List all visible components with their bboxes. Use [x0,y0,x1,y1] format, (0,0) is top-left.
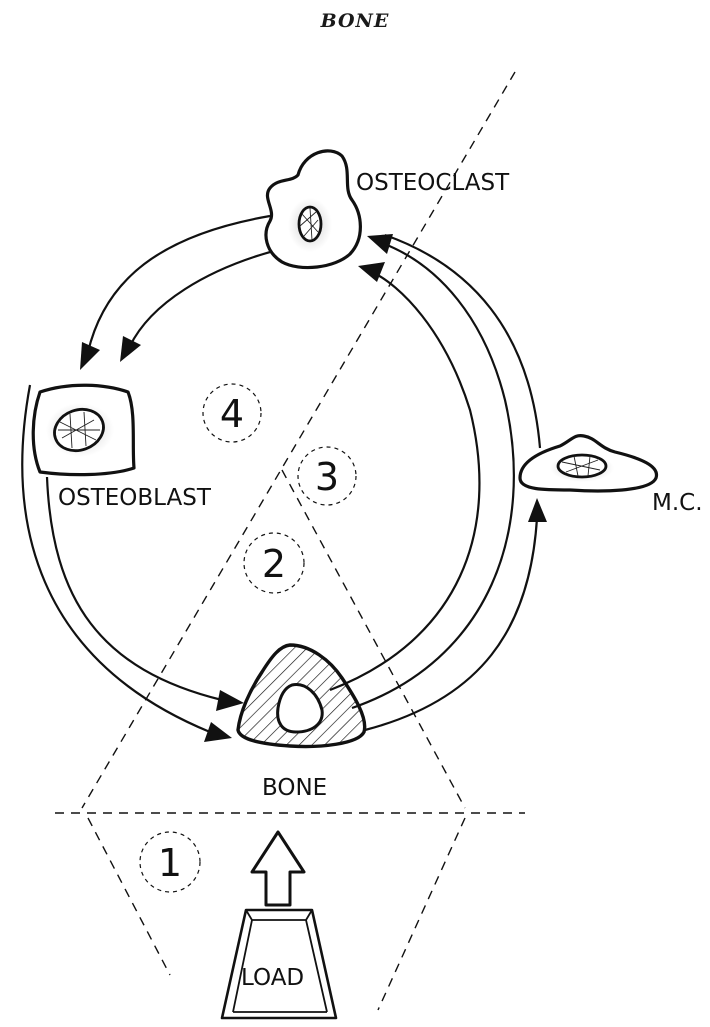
mc-label: M.C. [652,490,703,516]
divider-line-right [282,470,465,808]
load-weight-block [222,910,336,1018]
arrow-mc-to-osteoclast [385,235,540,448]
arrow-bone-to-osteoclast-outer [352,243,514,708]
arrow-bone-to-mc [365,518,537,730]
osteoblast-cell [33,385,134,474]
arrowhead [358,262,385,282]
divider-line-lower-right [378,818,465,1010]
osteoclast-cell [266,151,360,268]
arrow-osteoclast-to-osteoblast-outer [88,216,270,352]
arrowhead [528,498,547,522]
region-4-label: 4 [220,392,244,436]
arrowhead [204,722,232,742]
osteoclast-label: OSTEOCLAST [356,170,510,196]
arrow-bone-to-osteoclast-inner [330,272,479,690]
load-up-arrow [252,832,304,905]
region-numbers: 1 2 3 4 [140,384,356,892]
load-label: LOAD [241,965,304,991]
bone-label: BONE [262,775,327,801]
region-2-label: 2 [262,542,286,586]
arrowhead [216,690,244,711]
arrowhead [80,342,100,370]
region-3-label: 3 [315,455,339,499]
osteoblast-label: OSTEOBLAST [58,485,212,511]
arrow-osteoclast-to-osteoblast-inner [130,248,285,346]
arrowhead [120,336,141,362]
bone-cell [238,645,365,746]
region-1-label: 1 [158,841,182,885]
